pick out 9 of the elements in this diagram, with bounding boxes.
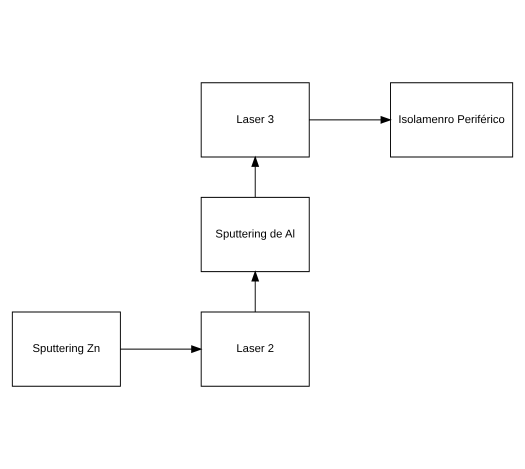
node-box: Laser 3 <box>200 82 310 158</box>
arrow <box>251 270 260 312</box>
node-box: Sputtering de Al <box>200 196 310 272</box>
arrow <box>251 156 260 198</box>
node-box: Laser 2 <box>200 312 310 387</box>
node-box: Isolamenro Periférico <box>390 82 514 158</box>
arrow <box>120 345 202 354</box>
node-box: Sputtering Zn <box>12 312 121 387</box>
arrow <box>308 116 392 124</box>
